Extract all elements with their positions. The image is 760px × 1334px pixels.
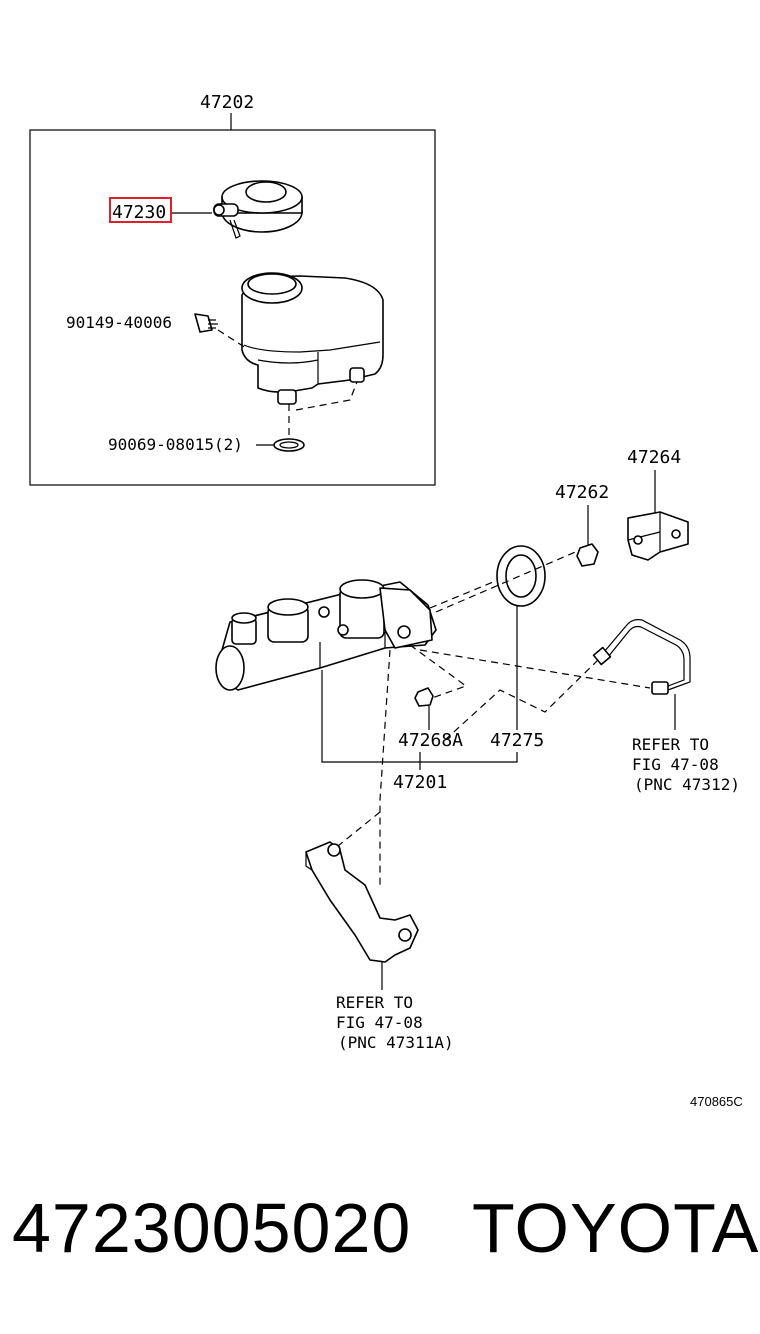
- refer-right-line1: REFER TO: [632, 735, 709, 754]
- dash-tube-1: [419, 649, 651, 689]
- dash-grommet-2: [295, 381, 358, 411]
- dash-seal: [429, 579, 499, 609]
- label-47262: 47262: [555, 482, 609, 503]
- label-90149: 90149-40006: [66, 313, 172, 332]
- nut-47268A-drawing: [414, 687, 434, 707]
- refer-right-line3: (PNC 47312): [634, 775, 740, 794]
- label-47275: 47275: [490, 730, 544, 751]
- screw-90149-drawing: [194, 313, 218, 333]
- label-47264: 47264: [627, 447, 681, 468]
- label-47268A: 47268A: [398, 730, 463, 751]
- refer-bottom-line2: FIG 47-08: [336, 1013, 423, 1032]
- dash-tube-2: [444, 659, 599, 741]
- brake-tube-drawing: [592, 619, 691, 695]
- nut-47262-drawing: [576, 543, 599, 567]
- dash-lower-bracket: [337, 811, 381, 847]
- dash-vertical: [379, 649, 391, 888]
- refer-bottom-line1: REFER TO: [336, 993, 413, 1012]
- footer: 4723005020 TOYOTA: [12, 1188, 758, 1278]
- refer-right-line2: FIG 47-08: [632, 755, 719, 774]
- lower-bracket-drawing: [305, 841, 419, 963]
- seal-47275-drawing: [496, 545, 546, 607]
- reservoir-tank-drawing: [241, 272, 384, 405]
- brand-name: TOYOTA: [472, 1189, 760, 1267]
- dash-nut-47262: [435, 549, 581, 613]
- bracket-47264-drawing: [627, 511, 689, 561]
- master-cylinder-drawing: [215, 579, 437, 691]
- reservoir-cap-drawing: [213, 180, 303, 239]
- dash-screw-to-tank: [217, 329, 247, 349]
- refer-bottom-line3: (PNC 47311A): [338, 1033, 454, 1052]
- label-47202: 47202: [200, 92, 254, 113]
- label-47230: 47230: [112, 202, 166, 223]
- figure-code: 470865C: [690, 1094, 743, 1109]
- label-47201: 47201: [393, 772, 447, 793]
- oring-90069-drawing: [273, 438, 305, 452]
- part-number: 4723005020: [12, 1189, 412, 1267]
- kit-box: [29, 129, 436, 486]
- highlight-box-47230: [109, 197, 172, 223]
- label-90069: 90069-08015(2): [108, 435, 243, 454]
